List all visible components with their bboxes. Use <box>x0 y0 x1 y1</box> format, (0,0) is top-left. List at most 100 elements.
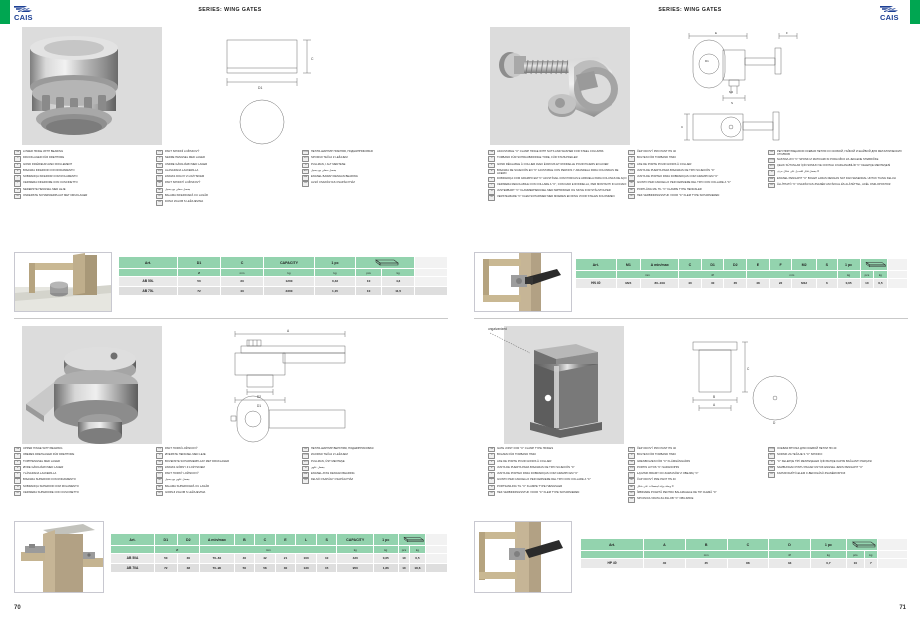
lang-flag-icon: D <box>488 453 496 459</box>
page-number-right: 71 <box>899 605 906 611</box>
lang-flag-icon: GB <box>14 150 22 156</box>
desc-text: TORBAND FÜR SCHRAUBZWINGE TORE, FÜR STAH… <box>496 156 578 160</box>
col-art: Art. <box>579 538 645 551</box>
desc-text: مفصل علوي مع محمل <box>164 478 190 482</box>
desc-text: مفصل سفلي مع محمل <box>164 187 191 191</box>
lang-flag-icon: HR <box>302 447 310 453</box>
lower-hinge-product-image <box>22 27 162 145</box>
lang-flag-icon: RO <box>156 193 164 200</box>
unit-diameter: Ø <box>154 545 201 554</box>
install-illustration-upper <box>15 522 103 592</box>
desc-text: GOND INFÉRIEUR AVEC ROULEMENT <box>22 162 73 166</box>
desc-text: PORTLÅNG MIL TIL "C" KLAMPE TYPE HENGSLE… <box>636 187 702 191</box>
lang-flag-icon: PL <box>156 175 164 181</box>
cell-c: 42 <box>254 553 276 564</box>
cell-m2: M12 <box>791 278 817 289</box>
table-row: AB 70L 72 43 2300 1,15 10 11,5 <box>118 285 448 296</box>
cell-s: 15 <box>315 562 338 573</box>
lang-flag-icon: HU <box>302 181 310 187</box>
drawing-gate-joint: C B A D <box>675 330 815 445</box>
desc-text: HEK VERBINDINGSSTUK VOOR "C" KLEM TYPE S… <box>636 193 720 197</box>
lang-flag-icon: P <box>488 176 496 182</box>
unit-kg: kg <box>409 545 426 554</box>
install-illustration-clamp <box>475 253 571 311</box>
col-capacity: CAPACITY <box>336 533 374 546</box>
desc-text: PULLMAN, I ALT MENTESE <box>310 162 346 166</box>
cell-empty <box>424 553 449 564</box>
dim-label-a: A <box>713 403 716 407</box>
unit-pcs: pcs <box>354 268 383 277</box>
cell-kg: 7 <box>863 558 878 569</box>
logo-wordmark: CAIS <box>880 13 899 22</box>
lang-flag-icon: CZ <box>628 447 636 453</box>
desc-text: NEDRE HENGSEL MED LAGER <box>164 156 205 160</box>
col-art: Art. <box>109 533 156 546</box>
unit-art <box>575 270 617 279</box>
col-c: C <box>254 533 276 546</box>
ungalvanized-text: ungalvanized <box>488 327 507 331</box>
col-pack <box>845 538 878 551</box>
unit-mm: mm <box>643 550 770 559</box>
unit-capacity: kg <box>263 268 315 277</box>
table-header-row: Art. D1 D2 A min/max B C E L S CAPACITY … <box>109 533 449 546</box>
desc-text: ČEP ODOVÝ PRO PANT HN 40 <box>636 150 677 153</box>
desc-text: FELSŐ CSAPÁGY CSAPÁGYHÁZ <box>310 478 354 482</box>
cell-b: 50 <box>233 562 256 573</box>
col-m1: M1 <box>615 258 642 271</box>
cell-1pc: 0,7 <box>809 558 847 569</box>
desc-text: وصلة بوابة لمفصلات على شكل C <box>636 484 674 488</box>
table-gate-joint: Art. A B C D 1 pc mm Ø kg pcs <box>579 538 909 569</box>
lang-flag-icon: F <box>488 162 496 168</box>
lang-flag-icon: SLO <box>302 459 310 465</box>
desc-text: PANT HORNÝ LOŽISKOVÝ <box>164 472 199 476</box>
lang-flag-icon: HR <box>768 150 776 156</box>
dim-label-b: B <box>713 395 715 399</box>
cell-art: AB 70A <box>109 562 156 573</box>
gate-joint-technical-drawing: C B A D <box>692 341 798 425</box>
logo-mark-icon <box>880 5 900 13</box>
gate-joint-product-image <box>504 326 624 444</box>
desc-text: ŁĄCZNIK BRAMY DO ZAWIASÓW Z OBEJMĄ "C" <box>636 472 699 476</box>
unit-diameter: Ø <box>768 550 811 559</box>
cell-pcs: 10 <box>354 276 383 287</box>
desc-text: ČEP ODOVÝ PRO PANT HN 40 <box>636 447 677 450</box>
lang-flag-icon: I <box>14 181 22 187</box>
desc-text: GATE JOINT FOR "C" CLAMP TYPE HINGES <box>496 447 554 450</box>
desc-text: AXE DE PORTE POUR GONDS À COLLIER <box>496 459 552 463</box>
table-lower-hinge: Art. D1 C CAPACITY 1 pc Ø mm kg kg <box>118 256 448 296</box>
desc-text: UNDRE GÅNGJÄRN MED LAGER <box>164 162 208 166</box>
lang-flag-icon: MAL <box>302 175 310 181</box>
pallet-pack-icon <box>402 536 424 543</box>
lang-flag-icon: S <box>628 453 636 459</box>
drawing-lower-hinge: C D1 <box>215 30 345 150</box>
col-m2: M2 <box>791 258 817 271</box>
desc-text: AXE DE PORTE POUR GONDS À COLLIER <box>636 162 692 166</box>
desc-text: BISAGRA INFERIOR CON RODAMIENTO <box>22 168 75 172</box>
cell-e: 30 <box>274 562 297 573</box>
desc-text: مفصل قابل للتعديل على شكل حرف C <box>776 170 820 174</box>
table-row: HN 40 M24 80–109 40 40 35 48 22 M12 6 0,… <box>575 278 909 289</box>
